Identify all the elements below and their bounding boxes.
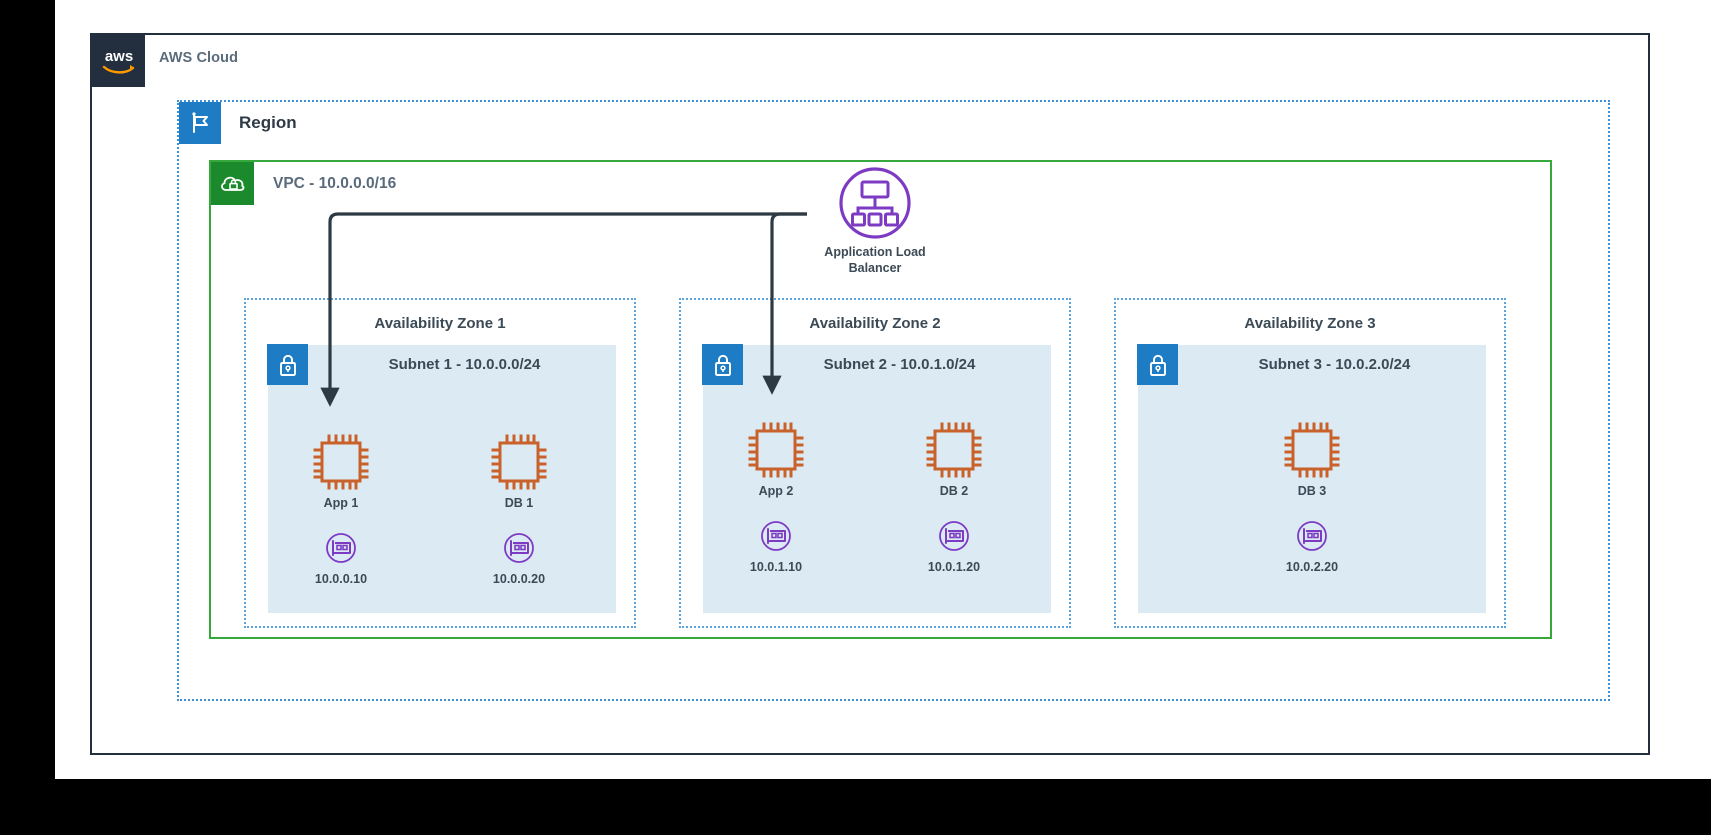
aws-logo-icon: aws (92, 35, 145, 87)
ec2-instance-icon (464, 431, 574, 493)
subnet-label: Subnet 1 - 10.0.0.0/24 (388, 356, 541, 373)
instance-label: DB 1 (504, 496, 534, 510)
subnet-3: Subnet 3 - 10.0.2.0/24 (1137, 344, 1486, 613)
ec2-instance-icon (286, 431, 396, 493)
svg-text:aws: aws (104, 48, 132, 65)
network-interface-label: 10.0.2.20 (1285, 560, 1339, 574)
load-balancer-label-line1: Application Load (824, 245, 926, 259)
load-balancer-label: Application Load Balancer (810, 245, 940, 276)
region-flag-icon (179, 102, 221, 144)
instance-app-2[interactable]: App 2 (721, 419, 831, 498)
subnet-lock-icon (1137, 344, 1178, 385)
subnet-lock-icon (267, 344, 308, 385)
application-load-balancer-icon (810, 165, 940, 241)
elastic-network-interface-icon (464, 530, 574, 566)
network-interface-label: 10.0.0.20 (492, 572, 546, 586)
aws-cloud-label: AWS Cloud (159, 50, 239, 66)
availability-zone-1: Availability Zone 1 Subnet 1 - 10.0.0.0/… (244, 298, 636, 628)
aws-cloud-boundary: aws AWS Cloud Region (90, 33, 1650, 755)
network-interface-10-0-1-20[interactable]: 10.0.1.20 (899, 518, 1009, 574)
network-interface-label: 10.0.1.20 (927, 560, 981, 574)
instance-label: DB 3 (1297, 484, 1327, 498)
availability-zone-2: Availability Zone 2 Subnet 2 - 10.0.1.0/… (679, 298, 1071, 628)
availability-zone-title: Availability Zone 1 (374, 315, 506, 332)
elastic-network-interface-icon (721, 518, 831, 554)
application-load-balancer[interactable]: Application Load Balancer (810, 165, 940, 276)
network-interface-10-0-2-20[interactable]: 10.0.2.20 (1257, 518, 1367, 574)
instance-db-3[interactable]: DB 3 (1257, 419, 1367, 498)
network-interface-10-0-0-20[interactable]: 10.0.0.20 (464, 530, 574, 586)
ec2-instance-icon (899, 419, 1009, 481)
instance-label: App 2 (758, 484, 794, 498)
vpc-label: VPC - 10.0.0.0/16 (273, 175, 397, 192)
ec2-instance-icon (721, 419, 831, 481)
subnet-2: Subnet 2 - 10.0.1.0/24 (702, 344, 1051, 613)
subnet-label: Subnet 2 - 10.0.1.0/24 (823, 356, 976, 373)
network-interface-label: 10.0.1.10 (749, 560, 803, 574)
network-interface-label: 10.0.0.10 (314, 572, 368, 586)
network-interface-10-0-1-10[interactable]: 10.0.1.10 (721, 518, 831, 574)
network-interface-10-0-0-10[interactable]: 10.0.0.10 (286, 530, 396, 586)
region-label: Region (239, 113, 297, 132)
availability-zone-3: Availability Zone 3 Subnet 3 - 10.0.2.0/… (1114, 298, 1506, 628)
elastic-network-interface-icon (899, 518, 1009, 554)
vpc-cloud-lock-icon (211, 162, 254, 205)
instance-app-1[interactable]: App 1 (286, 431, 396, 510)
load-balancer-label-line2: Balancer (848, 260, 902, 275)
ec2-instance-icon (1257, 419, 1367, 481)
instance-db-2[interactable]: DB 2 (899, 419, 1009, 498)
instance-label: DB 2 (939, 484, 969, 498)
elastic-network-interface-icon (286, 530, 396, 566)
instance-label: App 1 (323, 496, 359, 510)
elastic-network-interface-icon (1257, 518, 1367, 554)
availability-zone-title: Availability Zone 2 (809, 315, 941, 332)
subnet-lock-icon (702, 344, 743, 385)
diagram-canvas: aws AWS Cloud Region (55, 0, 1711, 779)
instance-db-1[interactable]: DB 1 (464, 431, 574, 510)
subnet-1: Subnet 1 - 10.0.0.0/24 (267, 344, 616, 613)
availability-zone-title: Availability Zone 3 (1244, 315, 1376, 332)
subnet-label: Subnet 3 - 10.0.2.0/24 (1258, 356, 1411, 373)
